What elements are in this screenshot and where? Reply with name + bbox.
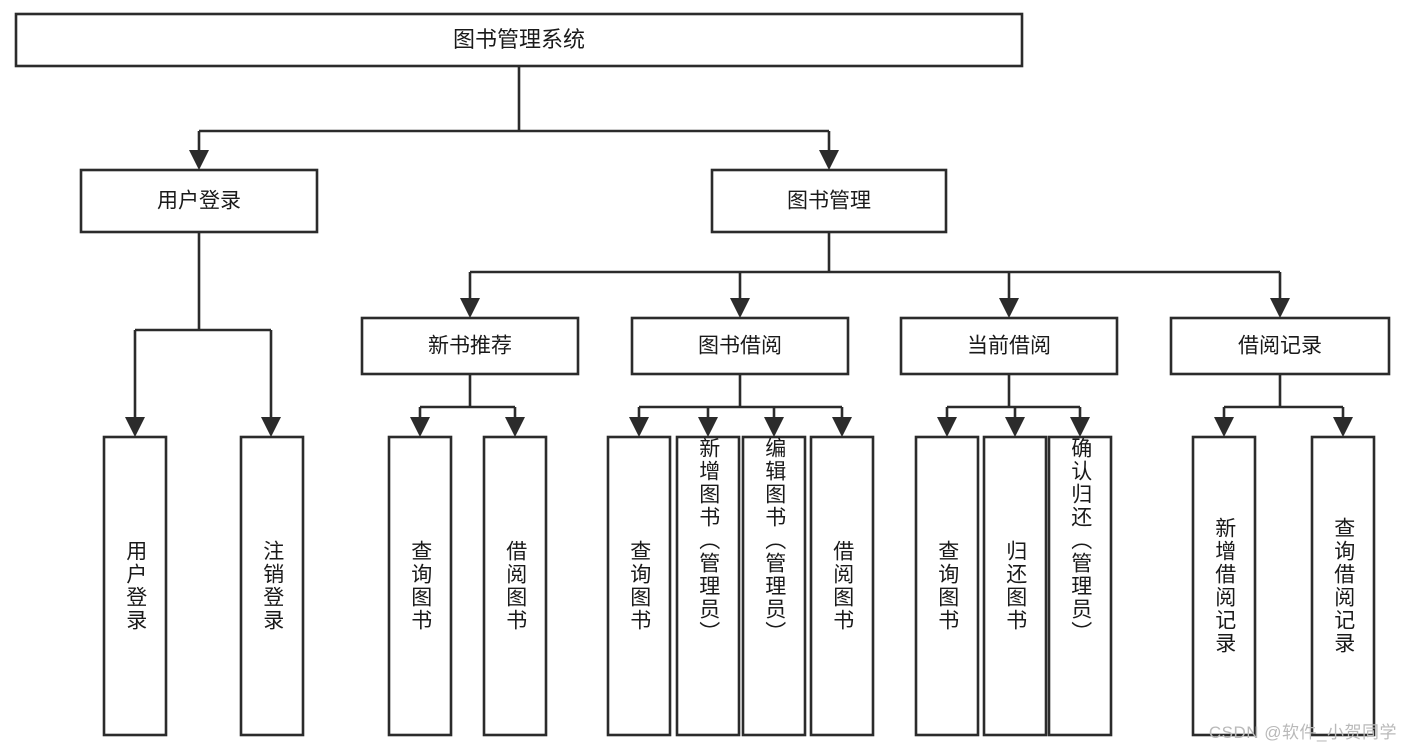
node-book-manage-box[interactable]: [710, 168, 948, 234]
node-book-borrow-box[interactable]: [630, 316, 850, 376]
arrow-head-new-book-recommend: [460, 298, 480, 318]
arrow-head-leaf-bb-1: [629, 417, 649, 437]
node-current-borrow-box[interactable]: [899, 316, 1119, 376]
leaf-box-nbr-1[interactable]: [387, 435, 453, 737]
leaf-box-bb-1[interactable]: [606, 435, 672, 737]
leaf-box-cb-3[interactable]: [1047, 435, 1113, 737]
connector-group-new-book-recommend: [410, 374, 525, 437]
node-new-book-recommend-label: 新书推荐: [428, 335, 512, 358]
node-book-borrow[interactable]: 图书借阅: [630, 316, 850, 376]
arrow-head-leaf-bb-4: [832, 417, 852, 437]
connector-group-book-manage: [460, 232, 1290, 318]
connector-group-user-login: [125, 232, 281, 437]
arrow-head-current-borrow: [999, 298, 1019, 318]
node-user-login-label: 用户登录: [157, 190, 241, 213]
arrow-head-borrow-record: [1270, 298, 1290, 318]
node-root-box[interactable]: [14, 12, 1024, 68]
arrow-head-leaf-nbr-1: [410, 417, 430, 437]
node-book-manage-label: 图书管理: [787, 190, 871, 213]
leaf-box-cb-2[interactable]: [982, 435, 1048, 737]
leaf-box-user-login-1[interactable]: [102, 435, 168, 737]
leaf-box-br-1[interactable]: [1191, 435, 1257, 737]
arrow-head-leaf-cb-3: [1070, 417, 1090, 437]
arrow-head-leaf-nbr-2: [505, 417, 525, 437]
leaf-box-bb-2[interactable]: [675, 435, 741, 737]
connector-group-borrow-record: [1214, 374, 1353, 437]
leaf-box-br-2[interactable]: [1310, 435, 1376, 737]
arrow-head-leaf-br-1: [1214, 417, 1234, 437]
node-user-login-box[interactable]: [79, 168, 319, 234]
arrow-head-leaf-user-login-1: [125, 417, 145, 437]
node-root-label: 图书管理系统: [453, 27, 585, 52]
node-current-borrow[interactable]: 当前借阅: [899, 316, 1119, 376]
connector-group-current-borrow: [937, 374, 1090, 437]
leaf-box-bb-4[interactable]: [809, 435, 875, 737]
leaf-box-cb-1[interactable]: [914, 435, 980, 737]
arrow-head-leaf-bb-2: [698, 417, 718, 437]
arrow-head-book-manage: [819, 150, 839, 170]
node-current-borrow-label: 当前借阅: [967, 335, 1051, 358]
node-borrow-record-label: 借阅记录: [1238, 335, 1322, 358]
node-new-book-recommend-box[interactable]: [360, 316, 580, 376]
node-book-manage[interactable]: 图书管理: [710, 168, 948, 234]
node-book-borrow-label: 图书借阅: [698, 335, 782, 358]
leaf-box-nbr-2[interactable]: [482, 435, 548, 737]
arrow-head-leaf-cb-1: [937, 417, 957, 437]
arrow-head-user-login: [189, 150, 209, 170]
arrow-head-leaf-cb-2: [1005, 417, 1025, 437]
node-user-login[interactable]: 用户登录: [79, 168, 319, 234]
leaf-box-user-login-2[interactable]: [239, 435, 305, 737]
connector-group-book-borrow: [629, 374, 852, 437]
arrow-head-leaf-bb-3: [764, 417, 784, 437]
node-new-book-recommend[interactable]: 新书推荐: [360, 316, 580, 376]
node-borrow-record-box[interactable]: [1169, 316, 1391, 376]
connector-group-root: [189, 66, 839, 170]
watermark: CSDN @软件_小贺同学: [1208, 723, 1397, 742]
arrow-head-book-borrow: [730, 298, 750, 318]
arrow-head-leaf-user-login-2: [261, 417, 281, 437]
arrow-head-leaf-br-2: [1333, 417, 1353, 437]
node-root[interactable]: 图书管理系统: [14, 12, 1024, 68]
leaf-box-bb-3[interactable]: [741, 435, 807, 737]
node-borrow-record[interactable]: 借阅记录: [1169, 316, 1391, 376]
